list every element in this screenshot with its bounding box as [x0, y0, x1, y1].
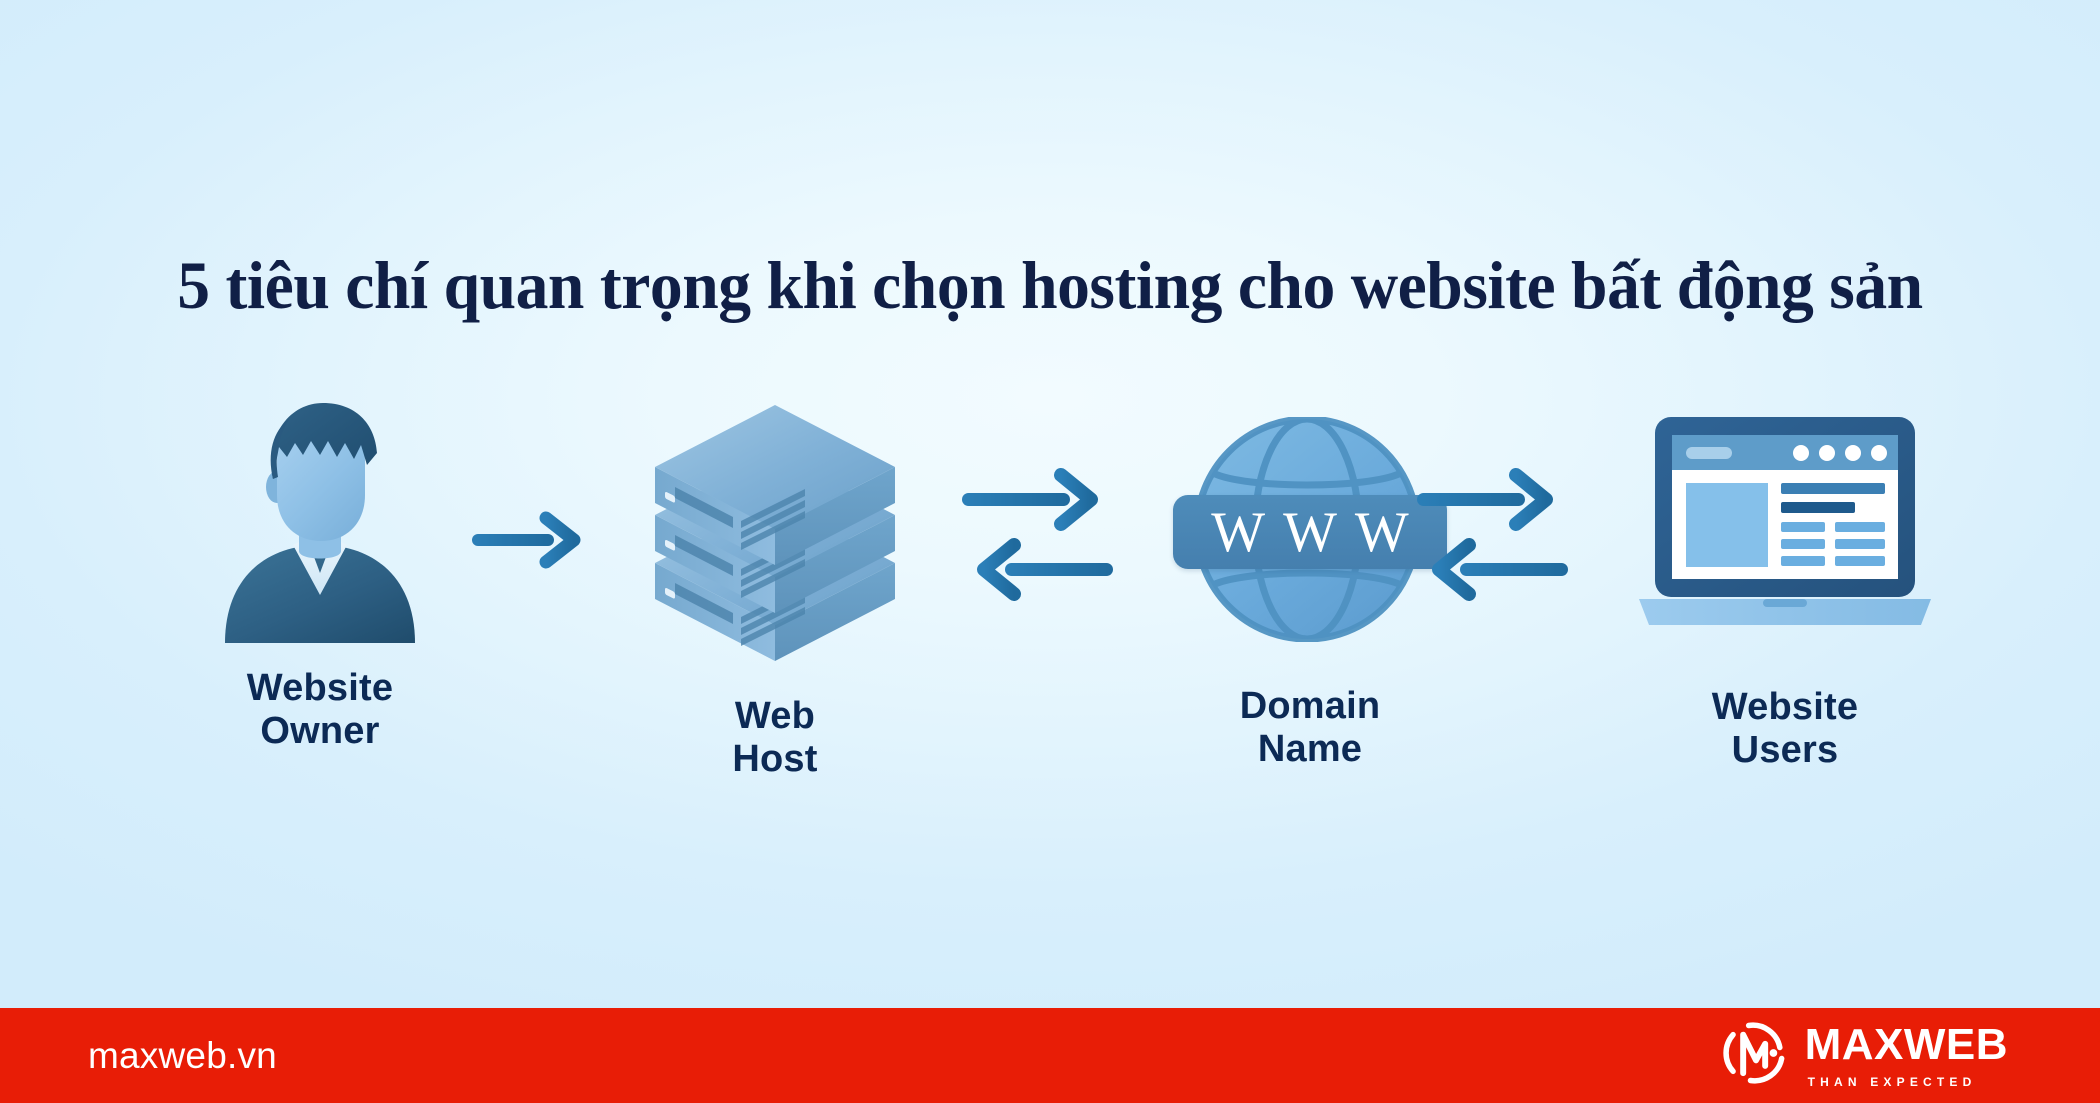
domain-name-label-line2: Name [1257, 727, 1363, 770]
connector-owner-to-host [470, 510, 590, 570]
arrow-right-icon [1417, 468, 1553, 531]
connector-host-to-domain [960, 467, 1115, 602]
website-users-label-line1: Website [1711, 686, 1859, 728]
maxweb-circle-m-logo-icon [1722, 1020, 1789, 1091]
footer-bar: maxweb.vn MAXWEB THAN EXPECTED [0, 1008, 2100, 1103]
diagram-node-web-host: Web Host [595, 395, 955, 835]
web-host-label-line2: Host [732, 737, 818, 780]
domain-name-art: W W W [1130, 417, 1490, 642]
diagram-node-domain-name: W W W Domain Name [1130, 395, 1490, 835]
maxweb-wordmark: MAXWEB THAN EXPECTED [1804, 1020, 2008, 1089]
website-owner-art [110, 395, 530, 643]
connector-domain-to-users [1415, 467, 1570, 602]
maxweb-logo[interactable]: MAXWEB THAN EXPECTED [1722, 1020, 2008, 1091]
web-host-art [595, 395, 955, 670]
website-owner-label-line2: Owner [260, 709, 380, 752]
brand-name: MAXWEB [1804, 1020, 2008, 1069]
diagram-node-website-owner: Website Owner [110, 395, 530, 835]
arrow-left-icon [977, 538, 1113, 601]
hosting-flow-diagram: Website Owner [0, 395, 2100, 835]
domain-name-label-line1: Domain [1239, 685, 1381, 727]
web-host-label-line1: Web [734, 695, 816, 737]
footer-domain-text: maxweb.vn [88, 1034, 277, 1076]
server-stack-icon [645, 395, 905, 670]
brand-tagline: THAN EXPECTED [1807, 1075, 1977, 1089]
website-users-art [1565, 413, 2005, 641]
website-owner-label: Website Owner [110, 667, 530, 752]
arrow-right-icon [962, 468, 1098, 531]
www-letter-3: W [1354, 500, 1409, 564]
domain-name-label: Domain Name [1130, 685, 1490, 770]
www-letter-1: W [1211, 500, 1266, 564]
www-banner: W W W [1173, 495, 1447, 569]
www-letter-2: W [1283, 500, 1337, 564]
arrow-right-icon [472, 511, 581, 569]
globe-www-icon: W W W [1173, 417, 1447, 642]
website-owner-label-line1: Website [246, 667, 394, 709]
page-title: 5 tiêu chí quan trọng khi chọn hosting c… [177, 247, 1923, 323]
laptop-browser-icon [1635, 413, 1935, 641]
arrow-left-icon [1432, 538, 1568, 601]
diagram-node-website-users: Website Users [1565, 395, 2005, 835]
person-avatar-icon [215, 395, 425, 643]
website-users-label: Website Users [1565, 686, 2005, 771]
web-host-label: Web Host [595, 695, 955, 780]
website-users-label-line2: Users [1731, 728, 1839, 771]
